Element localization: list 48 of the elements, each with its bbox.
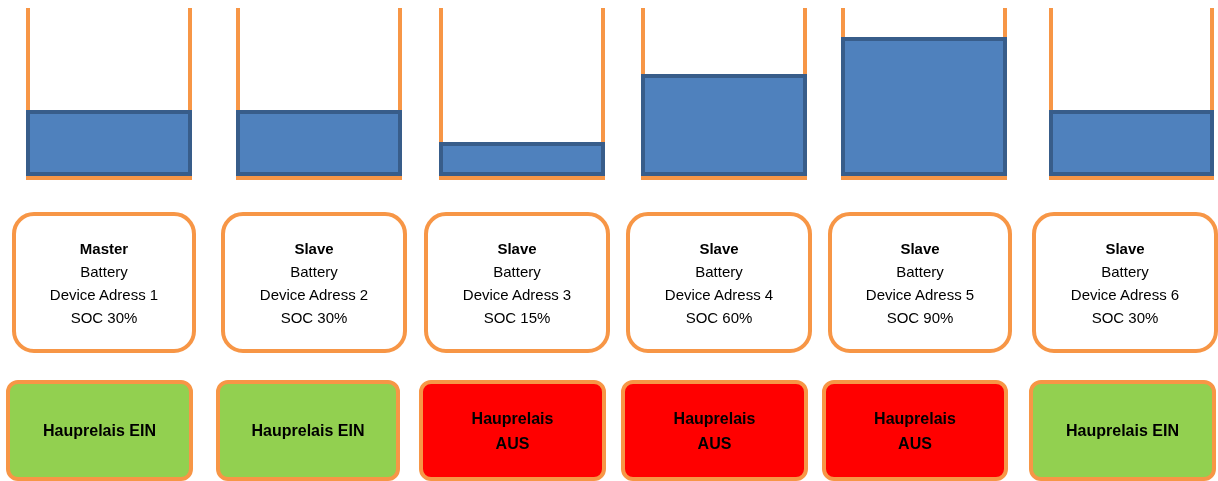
battery-gauge bbox=[26, 8, 192, 180]
battery-info-box bbox=[424, 212, 610, 353]
battery-info-box bbox=[828, 212, 1012, 353]
relay-status-box bbox=[6, 380, 193, 481]
role-heading: Slave bbox=[294, 238, 334, 259]
info-text: SOC 30% bbox=[280, 307, 348, 328]
battery-gauge bbox=[841, 8, 1007, 180]
info-text: Device Adress 1 bbox=[49, 284, 159, 305]
info-text: Device Adress 5 bbox=[865, 284, 975, 305]
battery-info-box bbox=[221, 212, 407, 353]
relay-status-box bbox=[216, 380, 400, 481]
relay-status-text: Hauprelais EIN bbox=[43, 421, 156, 441]
info-text: SOC 30% bbox=[1091, 307, 1159, 328]
info-text: Device Adress 6 bbox=[1070, 284, 1180, 305]
relay-status-text: Hauprelais AUS bbox=[470, 408, 555, 454]
relay-status-text: Hauprelais AUS bbox=[672, 408, 757, 454]
info-text: Device Adress 2 bbox=[259, 284, 369, 305]
relay-status-box bbox=[822, 380, 1008, 481]
info-text: Battery bbox=[695, 261, 743, 282]
battery-gauge bbox=[236, 8, 402, 180]
battery-gauge bbox=[641, 8, 807, 180]
battery-info-box bbox=[1032, 212, 1218, 353]
relay-status-text: Hauprelais EIN bbox=[251, 421, 365, 441]
role-heading: Slave bbox=[699, 238, 739, 259]
relay-status-box bbox=[419, 380, 606, 481]
relay-status-box bbox=[621, 380, 808, 481]
battery-gauge bbox=[1049, 8, 1214, 180]
info-text: SOC 90% bbox=[886, 307, 954, 328]
info-text: Battery bbox=[1101, 261, 1149, 282]
relay-status-text: Hauprelais EIN bbox=[1066, 421, 1179, 441]
relay-status-box bbox=[1029, 380, 1216, 481]
battery-info-box bbox=[626, 212, 812, 353]
role-heading: Slave bbox=[1105, 238, 1145, 259]
info-text: Device Adress 3 bbox=[462, 284, 572, 305]
battery-gauge bbox=[439, 8, 605, 180]
info-text: Battery bbox=[290, 261, 338, 282]
info-text: Battery bbox=[896, 261, 944, 282]
info-text: Battery bbox=[80, 261, 128, 282]
info-text: SOC 60% bbox=[685, 307, 753, 328]
relay-status-text: Hauprelais AUS bbox=[873, 408, 957, 454]
info-text: SOC 15% bbox=[483, 307, 551, 328]
info-text: SOC 30% bbox=[70, 307, 138, 328]
info-text: Battery bbox=[493, 261, 541, 282]
role-heading: Master bbox=[79, 238, 129, 259]
role-heading: Slave bbox=[900, 238, 940, 259]
battery-info-box bbox=[12, 212, 196, 353]
info-text: Device Adress 4 bbox=[664, 284, 774, 305]
role-heading: Slave bbox=[497, 238, 537, 259]
